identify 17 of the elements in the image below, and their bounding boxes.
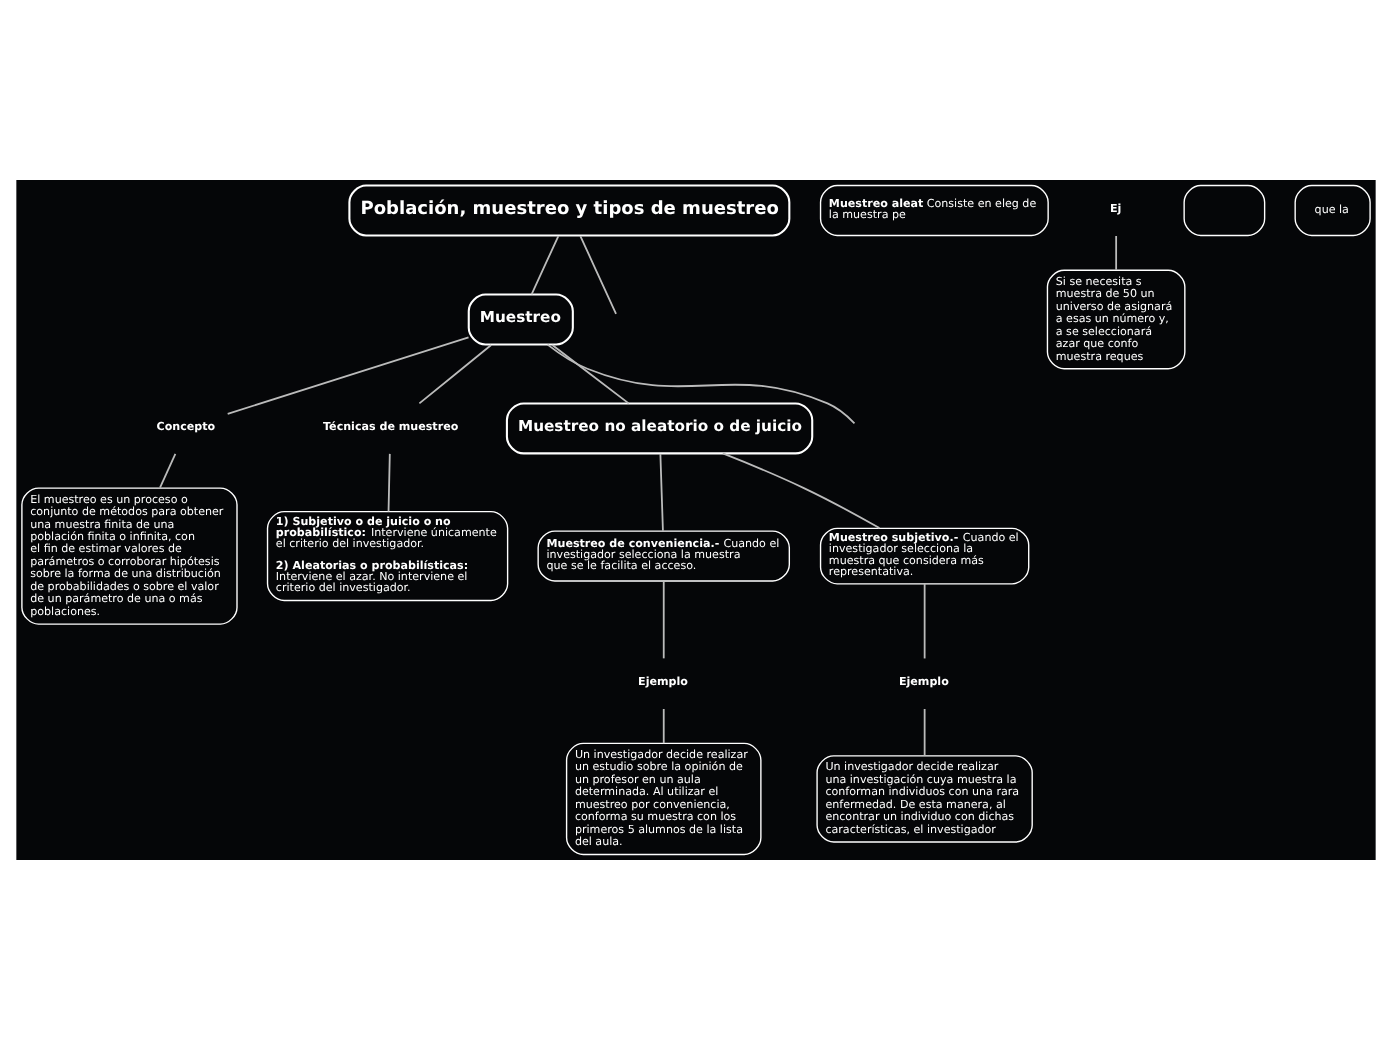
connector xyxy=(1115,235,1118,271)
node-box xyxy=(1183,184,1266,237)
connector xyxy=(579,235,617,315)
connector xyxy=(226,336,470,415)
connector xyxy=(721,452,881,529)
connector xyxy=(662,580,665,660)
connector xyxy=(546,343,856,425)
connector xyxy=(159,452,177,489)
connector xyxy=(418,344,493,405)
connector xyxy=(530,235,560,296)
node-box: Población, muestreo y tipos de muestreo xyxy=(348,184,791,237)
connector xyxy=(923,708,926,757)
connector xyxy=(659,452,664,532)
connector xyxy=(387,452,391,513)
connector xyxy=(662,708,665,745)
connector xyxy=(923,583,926,660)
connector xyxy=(551,344,630,405)
